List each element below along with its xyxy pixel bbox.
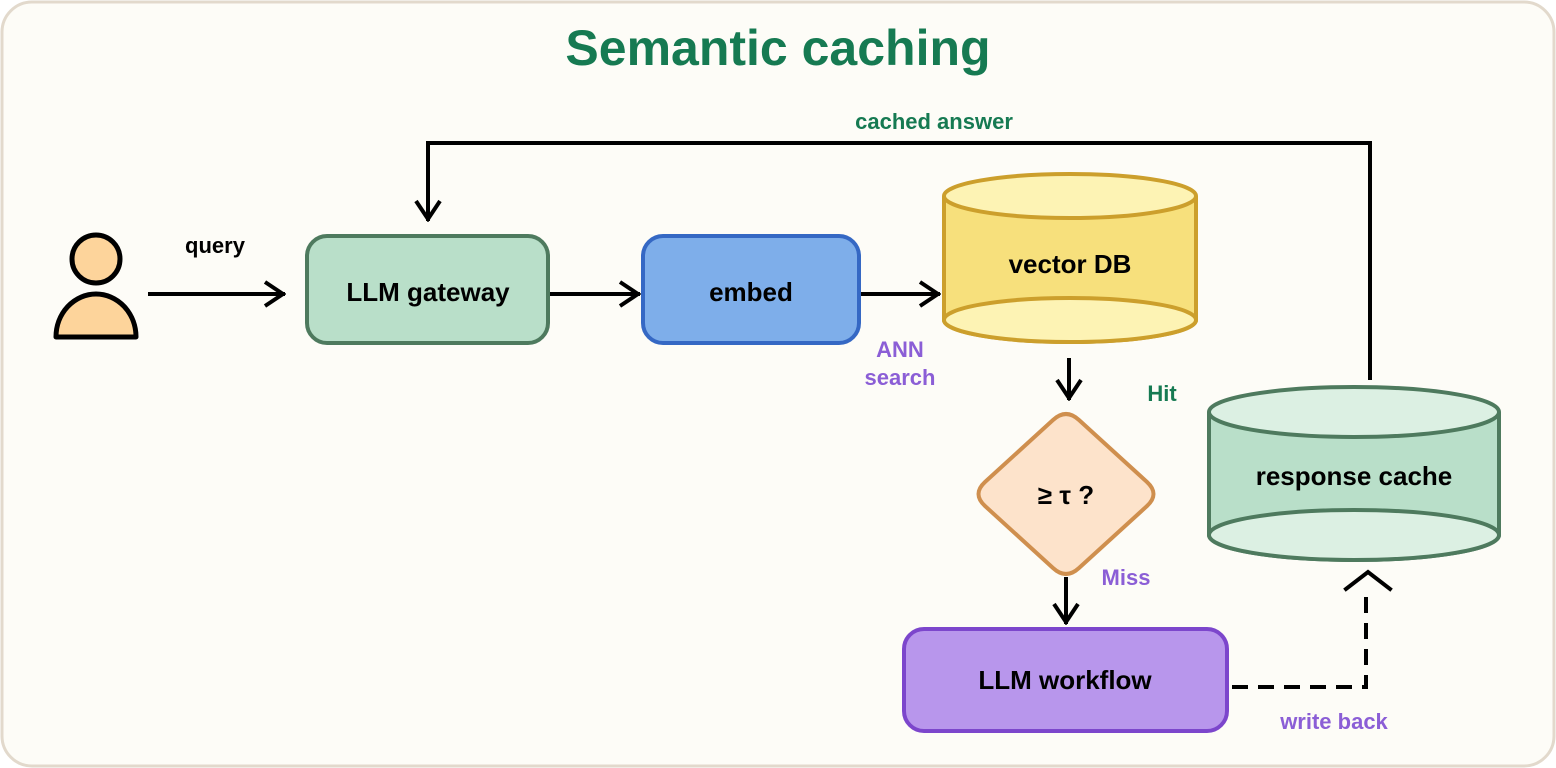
node-llm-workflow-label: LLM workflow — [978, 665, 1152, 695]
edge-label-write-back: write back — [1279, 709, 1388, 734]
node-response-cache-label: response cache — [1256, 461, 1453, 491]
user-icon — [53, 232, 139, 340]
edge-label-search: search — [865, 365, 936, 390]
node-response-cache: response cache — [1206, 385, 1502, 562]
diagram-title: Semantic caching — [565, 20, 990, 76]
node-embed: embed — [641, 234, 861, 345]
node-llm-gateway: LLM gateway — [305, 234, 550, 345]
node-decision-label: ≥ τ ? — [1038, 480, 1094, 510]
node-llm-workflow: LLM workflow — [902, 627, 1229, 733]
node-decision: ≥ τ ? — [976, 412, 1156, 576]
edge-label-cached-answer: cached answer — [855, 109, 1013, 134]
node-llm-gateway-label: LLM gateway — [346, 277, 510, 307]
edge-write-back-line — [1232, 592, 1368, 689]
edge-write-back-arrowhead — [1343, 569, 1393, 592]
node-vector-db: vector DB — [941, 172, 1199, 344]
node-embed-label: embed — [709, 277, 793, 307]
edge-cached-answer-arrow — [428, 141, 1372, 380]
edge-label-query: query — [185, 233, 246, 258]
node-vector-db-label: vector DB — [1009, 249, 1132, 279]
edge-label-hit: Hit — [1147, 381, 1177, 406]
edge-label-miss: Miss — [1102, 565, 1151, 590]
edge-label-ann: ANN — [876, 337, 924, 362]
